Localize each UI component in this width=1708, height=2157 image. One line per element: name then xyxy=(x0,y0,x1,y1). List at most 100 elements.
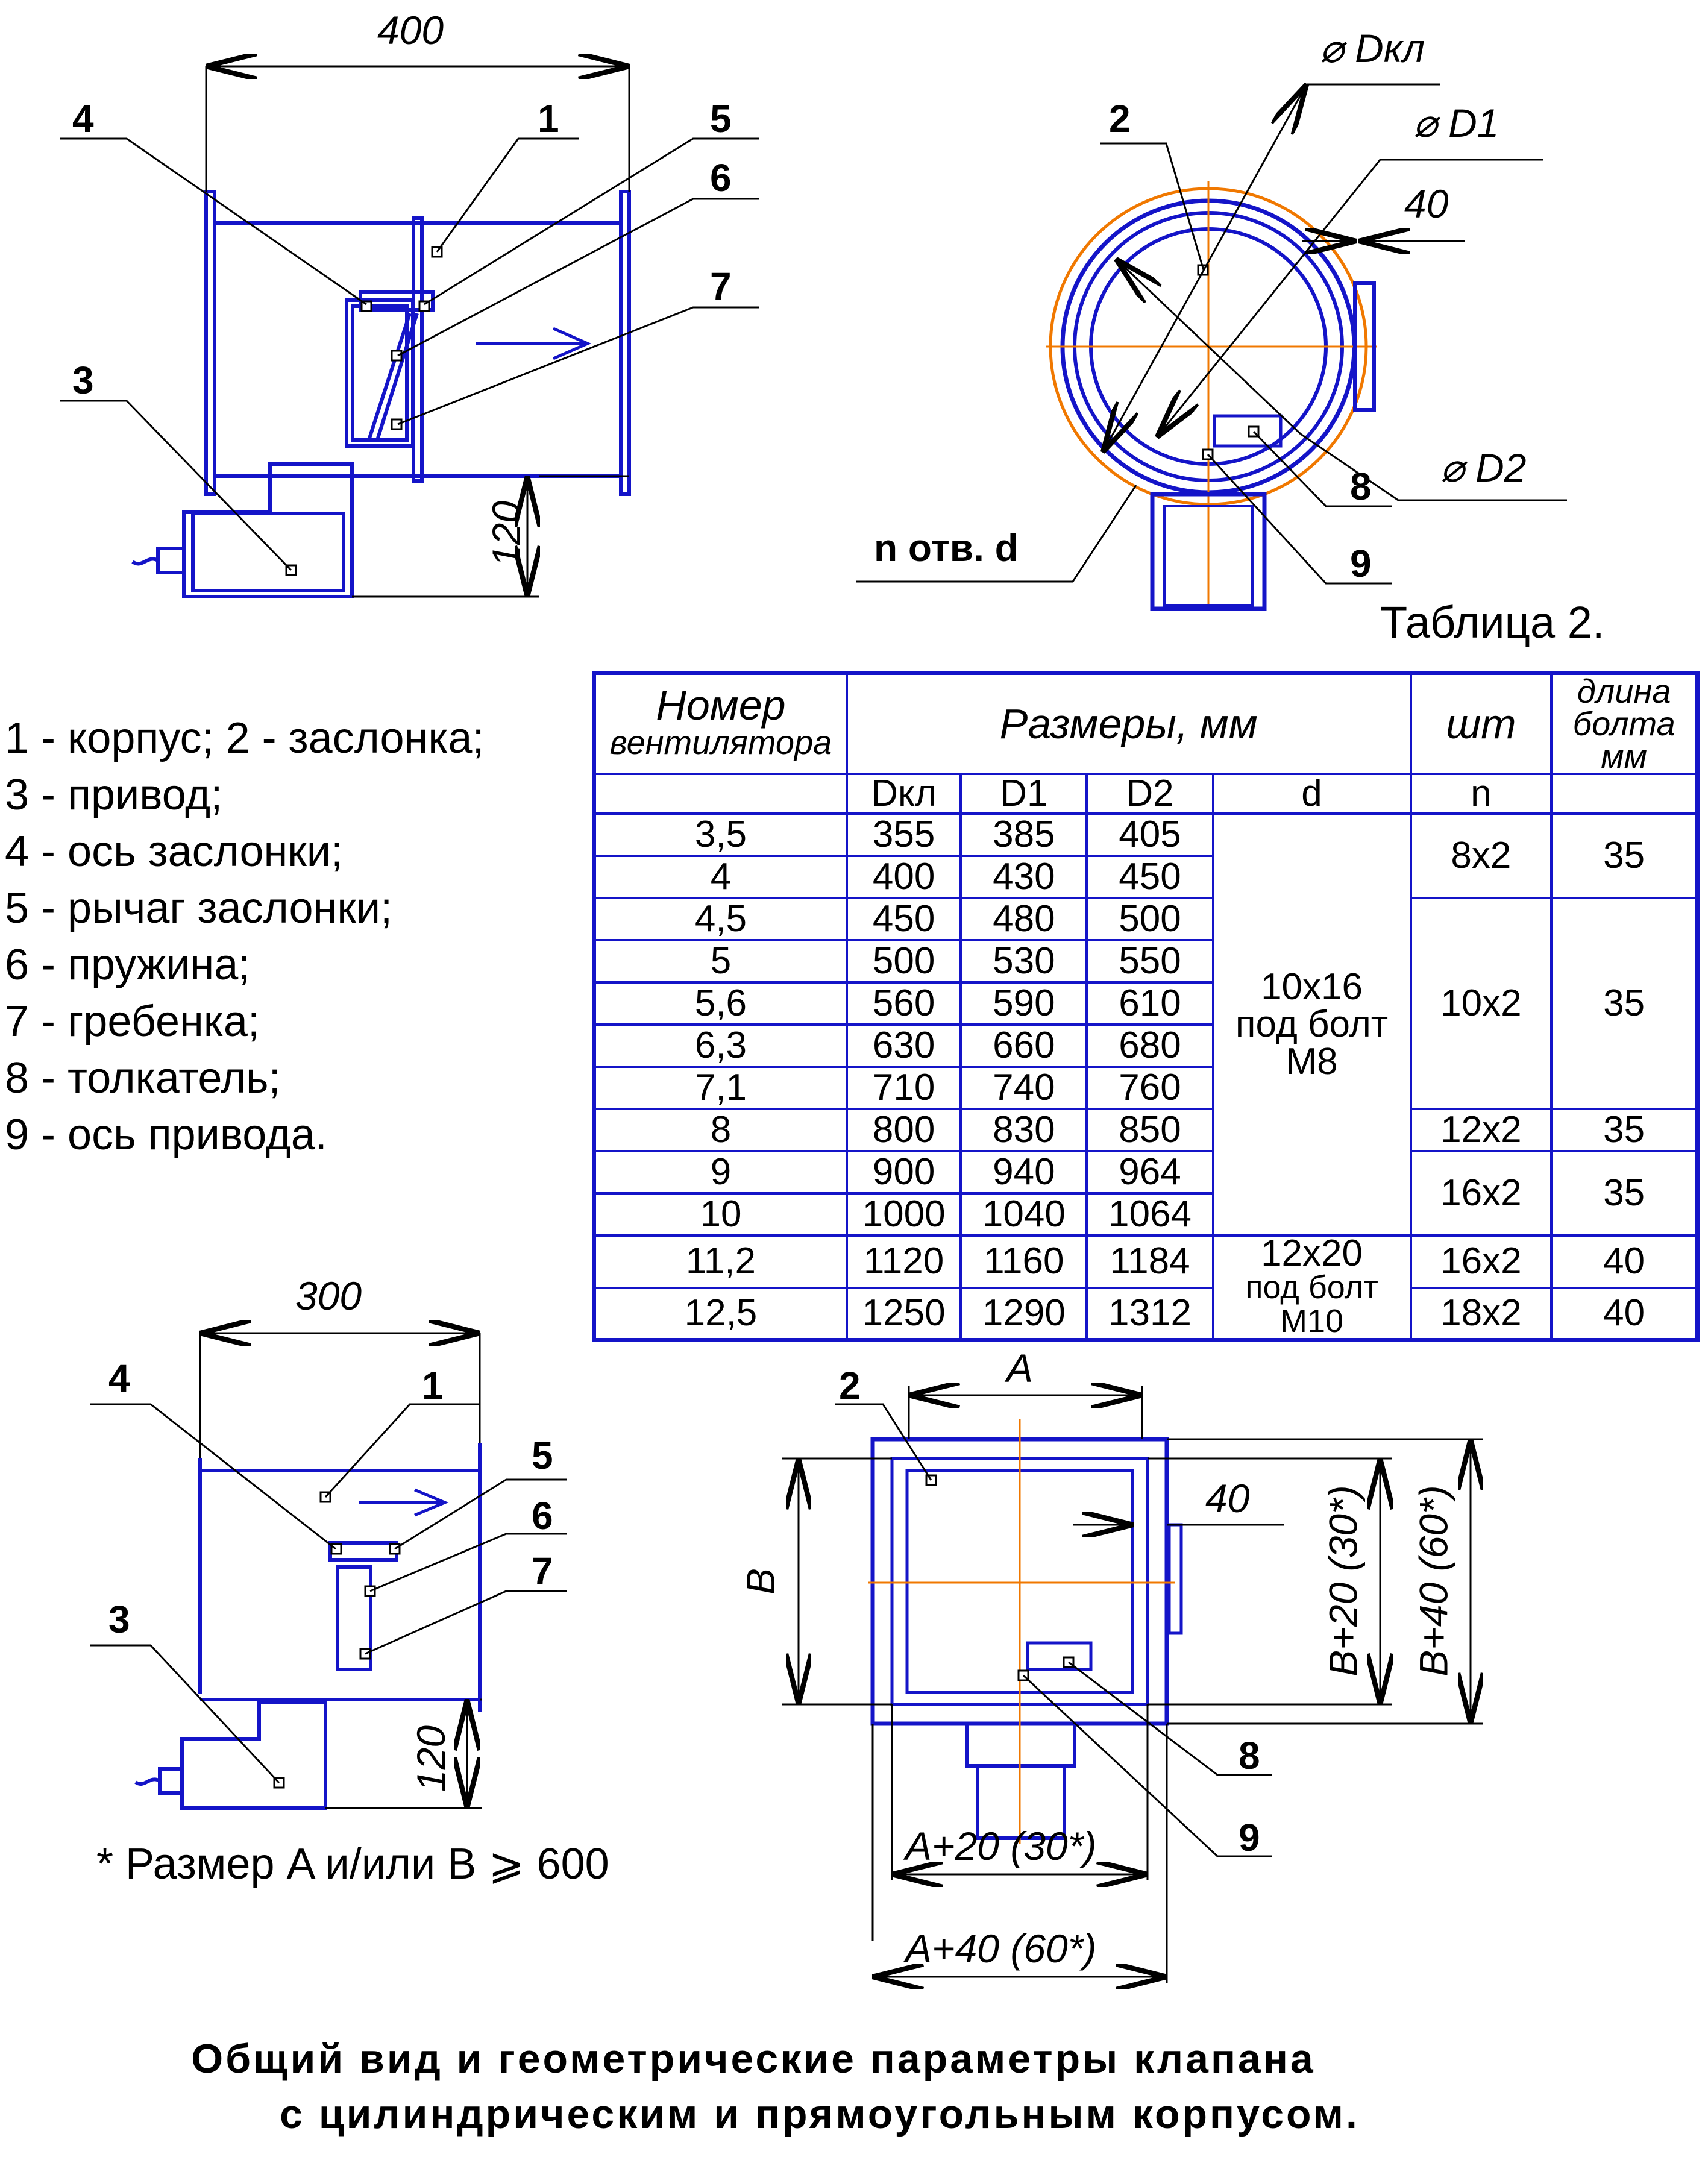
cell-num: 3,5 xyxy=(592,812,848,857)
cell-d1: 1290 xyxy=(959,1286,1088,1342)
dim-length-400: 400 xyxy=(377,8,444,52)
header-pcs: шт xyxy=(1409,671,1553,775)
callout-2: 2 xyxy=(1109,97,1131,140)
cell-n-group: 10x2 xyxy=(1409,897,1553,1110)
dim-height-120-bottom: 120 xyxy=(409,1725,454,1792)
cell-bolt-group: 35 xyxy=(1550,897,1699,1110)
side-view-rectangular xyxy=(90,1333,567,1810)
cell-num: 12,5 xyxy=(592,1286,848,1342)
cell-d2: 850 xyxy=(1085,1108,1214,1152)
callout-4-bottom: 4 xyxy=(108,1357,130,1400)
legend-item: 9 - ось привода. xyxy=(5,1111,327,1159)
header-fan-number-line1: Номер xyxy=(656,682,786,729)
cell-dkl: 1000 xyxy=(845,1192,962,1237)
cell-d1: 480 xyxy=(959,897,1088,941)
dim-length-300: 300 xyxy=(295,1273,362,1318)
callout-5: 5 xyxy=(710,97,732,140)
cell-d-group-1: 10x16 под болт М8 xyxy=(1211,812,1412,1237)
callout-7-bottom: 7 xyxy=(532,1549,553,1593)
cell-num: 7,1 xyxy=(592,1066,848,1110)
cell-num: 5 xyxy=(592,939,848,984)
cell-d2: 1312 xyxy=(1085,1286,1214,1342)
callout-6-bottom: 6 xyxy=(532,1494,553,1537)
cell-dkl: 800 xyxy=(845,1108,962,1152)
callout-9-bottom: 9 xyxy=(1239,1816,1260,1859)
holes-label: n отв. d xyxy=(874,526,1019,570)
cell-d1: 660 xyxy=(959,1023,1088,1068)
parts-legend: 1 - корпус; 2 - заслонка; 3 - привод; 4 … xyxy=(5,710,484,1163)
header-dkl: Dкл xyxy=(845,773,962,815)
header-d2: D2 xyxy=(1085,773,1214,815)
d-group-2-line1: 12x20 xyxy=(1261,1232,1363,1274)
cell-num: 10 xyxy=(592,1192,848,1237)
dim-d2: ⌀ D2 xyxy=(1440,445,1527,490)
cell-d2: 760 xyxy=(1085,1066,1214,1110)
cell-num: 11,2 xyxy=(592,1234,848,1289)
header-bolt-blank xyxy=(1550,773,1699,815)
dim-40-top: 40 xyxy=(1404,181,1449,226)
legend-item: 1 - корпус; 2 - заслонка; xyxy=(5,714,485,762)
d-group-1-line2: под болт М8 xyxy=(1235,1003,1389,1082)
cell-d1: 740 xyxy=(959,1066,1088,1110)
header-d: d xyxy=(1211,773,1412,815)
header-d1: D1 xyxy=(959,773,1088,815)
dim-a: A xyxy=(1006,1346,1034,1390)
cell-d1: 1160 xyxy=(959,1234,1088,1289)
callout-3: 3 xyxy=(72,359,94,402)
callout-1: 1 xyxy=(538,97,559,140)
cell-bolt-group: 35 xyxy=(1550,812,1699,899)
figure-title: Общий вид и геометрические параметры кла… xyxy=(0,2031,1507,2142)
cell-num: 6,3 xyxy=(592,1023,848,1068)
cell-dkl: 450 xyxy=(845,897,962,941)
d-group-2-line2: под болт М10 xyxy=(1245,1269,1378,1339)
dimensions-table: Номер вентилятора Размеры, мм шт длина б… xyxy=(592,671,1700,1342)
callout-8: 8 xyxy=(1350,465,1372,508)
cell-d2: 1064 xyxy=(1085,1192,1214,1237)
callout-9: 9 xyxy=(1350,542,1372,585)
legend-item: 8 - толкатель; xyxy=(5,1054,281,1102)
callout-5-bottom: 5 xyxy=(532,1434,553,1477)
legend-item: 3 - привод; xyxy=(5,771,223,819)
cell-num: 5,6 xyxy=(592,981,848,1026)
legend-item: 7 - гребенка; xyxy=(5,997,260,1046)
cell-dkl: 560 xyxy=(845,981,962,1026)
callout-7: 7 xyxy=(710,265,732,308)
size-note: * Размер A и/или B ⩾ 600 xyxy=(96,1840,609,1888)
cell-d2: 500 xyxy=(1085,897,1214,941)
cell-d1: 830 xyxy=(959,1108,1088,1152)
cell-dkl: 630 xyxy=(845,1023,962,1068)
cell-num: 9 xyxy=(592,1150,848,1195)
dim-b20: B+20 (30*) xyxy=(1320,1485,1366,1677)
cell-bolt-group: 40 xyxy=(1550,1286,1699,1342)
legend-item: 4 - ось заслонки; xyxy=(5,827,343,876)
cell-d1: 590 xyxy=(959,981,1088,1026)
cell-d1: 940 xyxy=(959,1150,1088,1195)
cell-num: 4,5 xyxy=(592,897,848,941)
header-blank xyxy=(592,773,848,815)
header-bolt-length: длина болта мм xyxy=(1550,671,1699,775)
header-fan-number-line2: вентилятора xyxy=(609,723,832,761)
front-view-rectangular xyxy=(782,1386,1483,1983)
cell-d1: 385 xyxy=(959,812,1088,857)
dim-b40: B+40 (60*) xyxy=(1411,1485,1456,1677)
dim-d1: ⌀ D1 xyxy=(1413,101,1499,145)
title-line-1: Общий вид и геометрические параметры кла… xyxy=(191,2036,1316,2082)
cell-bolt-group: 35 xyxy=(1550,1108,1699,1152)
cell-n-group: 12x2 xyxy=(1409,1108,1553,1152)
cell-d2: 1184 xyxy=(1085,1234,1214,1289)
callout-3-bottom: 3 xyxy=(108,1598,130,1641)
dim-dkl: ⌀ Dкл xyxy=(1320,26,1425,71)
dim-a20: A+20 (30*) xyxy=(905,1824,1097,1868)
dim-b: B xyxy=(738,1568,783,1595)
cell-d1: 1040 xyxy=(959,1192,1088,1237)
cell-dkl: 1120 xyxy=(845,1234,962,1289)
dim-40-bottom: 40 xyxy=(1205,1476,1250,1521)
legend-item: 6 - пружина; xyxy=(5,941,251,989)
dim-a40: A+40 (60*) xyxy=(905,1926,1097,1971)
header-sizes: Размеры, мм xyxy=(845,671,1412,775)
cell-dkl: 710 xyxy=(845,1066,962,1110)
side-view-cylindrical xyxy=(60,66,759,598)
cell-dkl: 355 xyxy=(845,812,962,857)
cell-d2: 405 xyxy=(1085,812,1214,857)
